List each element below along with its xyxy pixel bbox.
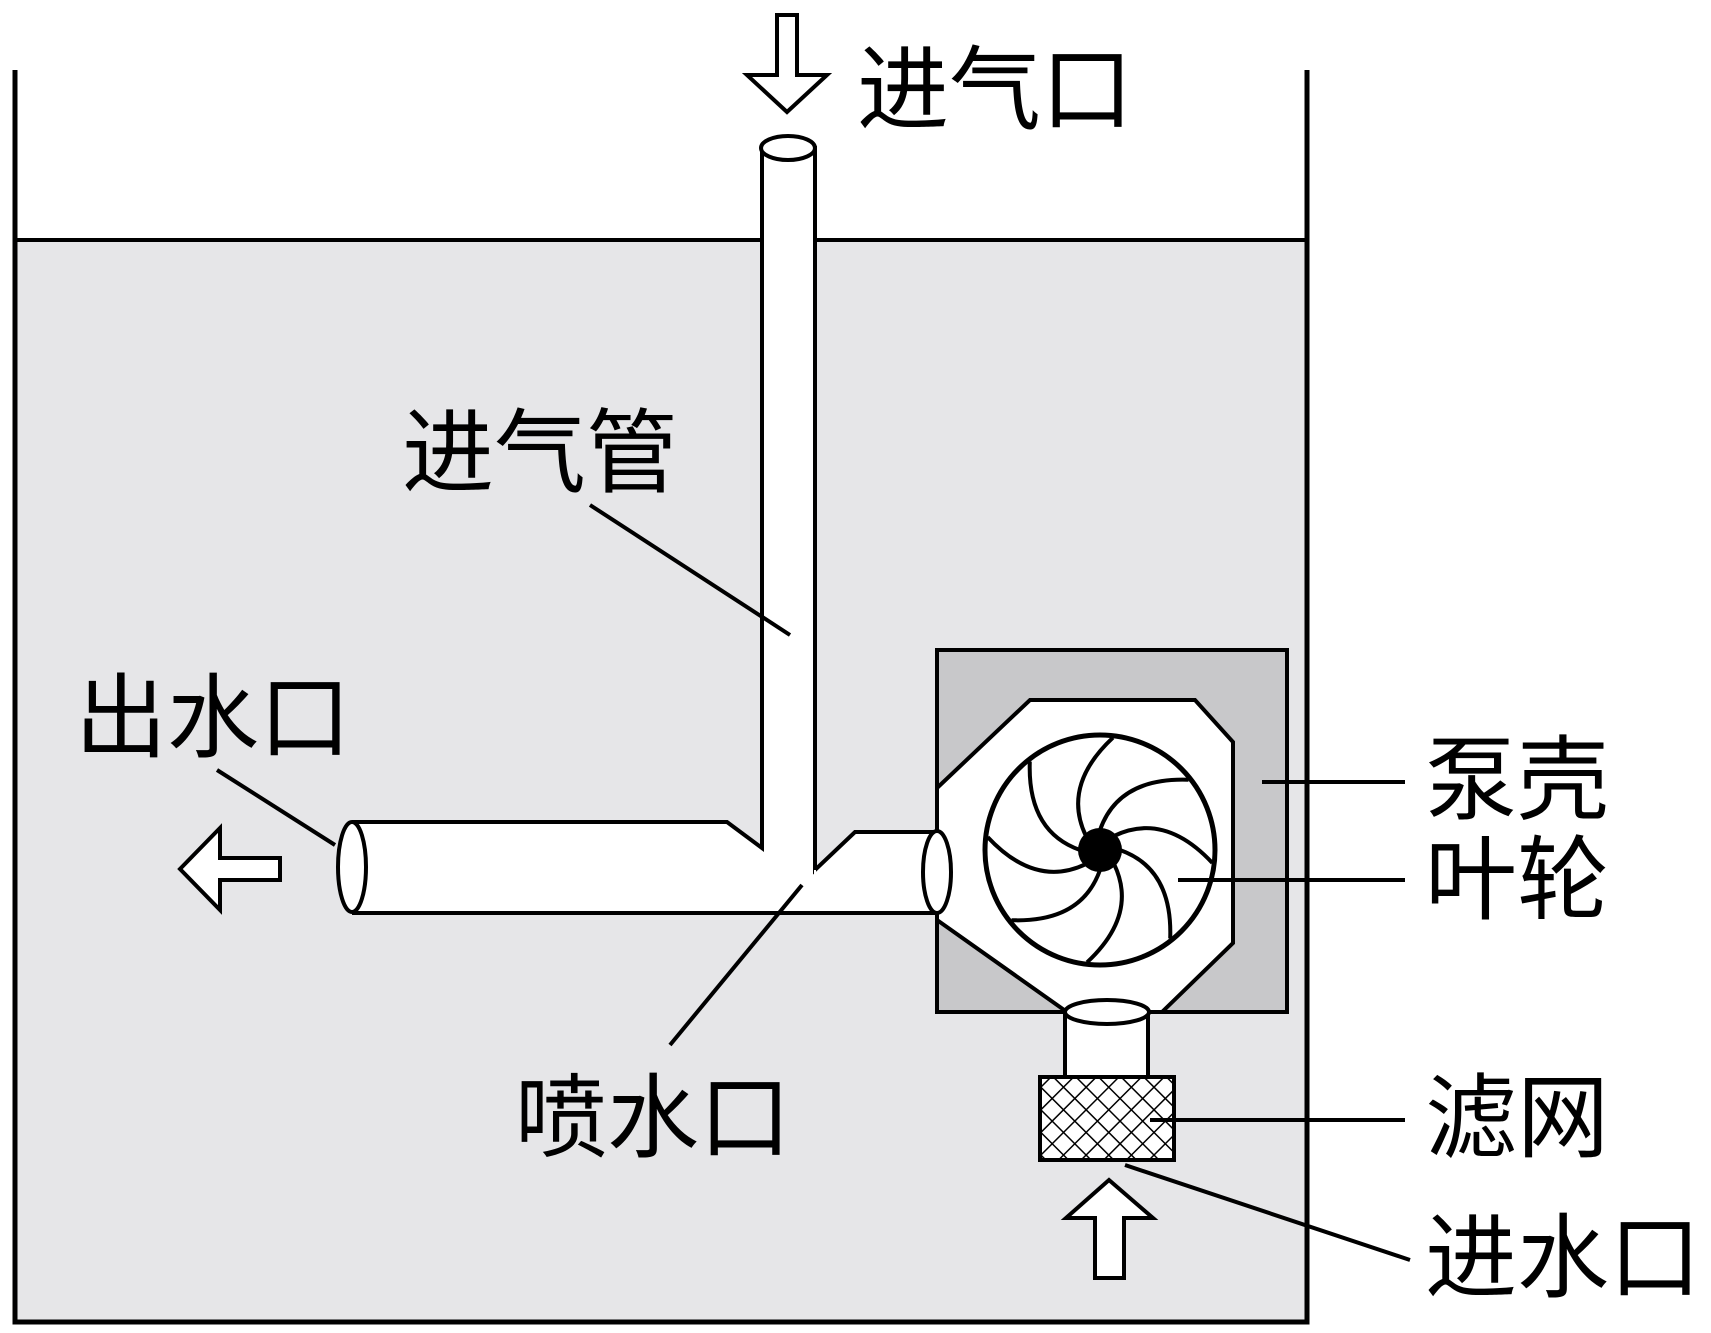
pump-outlet-end bbox=[921, 829, 953, 915]
label-filter: 滤网 bbox=[1425, 1065, 1609, 1172]
impeller-blade bbox=[1098, 777, 1189, 831]
impeller-blade bbox=[1011, 869, 1102, 923]
leader-air-pipe bbox=[588, 503, 792, 637]
label-water-outlet: 出水口 bbox=[75, 665, 351, 772]
label-water-inlet: 进水口 bbox=[1425, 1205, 1701, 1312]
label-pump-casing: 泵壳 bbox=[1425, 727, 1609, 834]
leader-nozzle bbox=[668, 883, 804, 1047]
tank-walls bbox=[12, 70, 1310, 1325]
outlet-pipe-end bbox=[336, 820, 368, 914]
impeller-blade bbox=[1119, 848, 1173, 939]
label-impeller: 叶轮 bbox=[1425, 827, 1609, 934]
leader-water-outlet bbox=[215, 768, 337, 847]
impeller-blade bbox=[1027, 761, 1081, 852]
impeller-blade bbox=[986, 835, 1087, 874]
air-pipe-top bbox=[759, 134, 817, 162]
impeller-blade bbox=[1113, 826, 1214, 865]
label-air-pipe: 进气管 bbox=[402, 400, 678, 507]
air-inlet-arrow-icon bbox=[741, 13, 833, 115]
leader-water-inlet bbox=[1124, 1163, 1411, 1262]
label-air-inlet: 进气口 bbox=[857, 37, 1133, 144]
inlet-pipe bbox=[1063, 998, 1151, 1079]
label-nozzle: 喷水口 bbox=[515, 1065, 791, 1172]
impeller-blade bbox=[1085, 863, 1124, 964]
impeller-icon bbox=[982, 732, 1218, 968]
impeller-blade bbox=[1076, 736, 1115, 837]
water-inlet-arrow-icon bbox=[1060, 1177, 1159, 1280]
water-outlet-arrow-icon bbox=[177, 823, 282, 915]
